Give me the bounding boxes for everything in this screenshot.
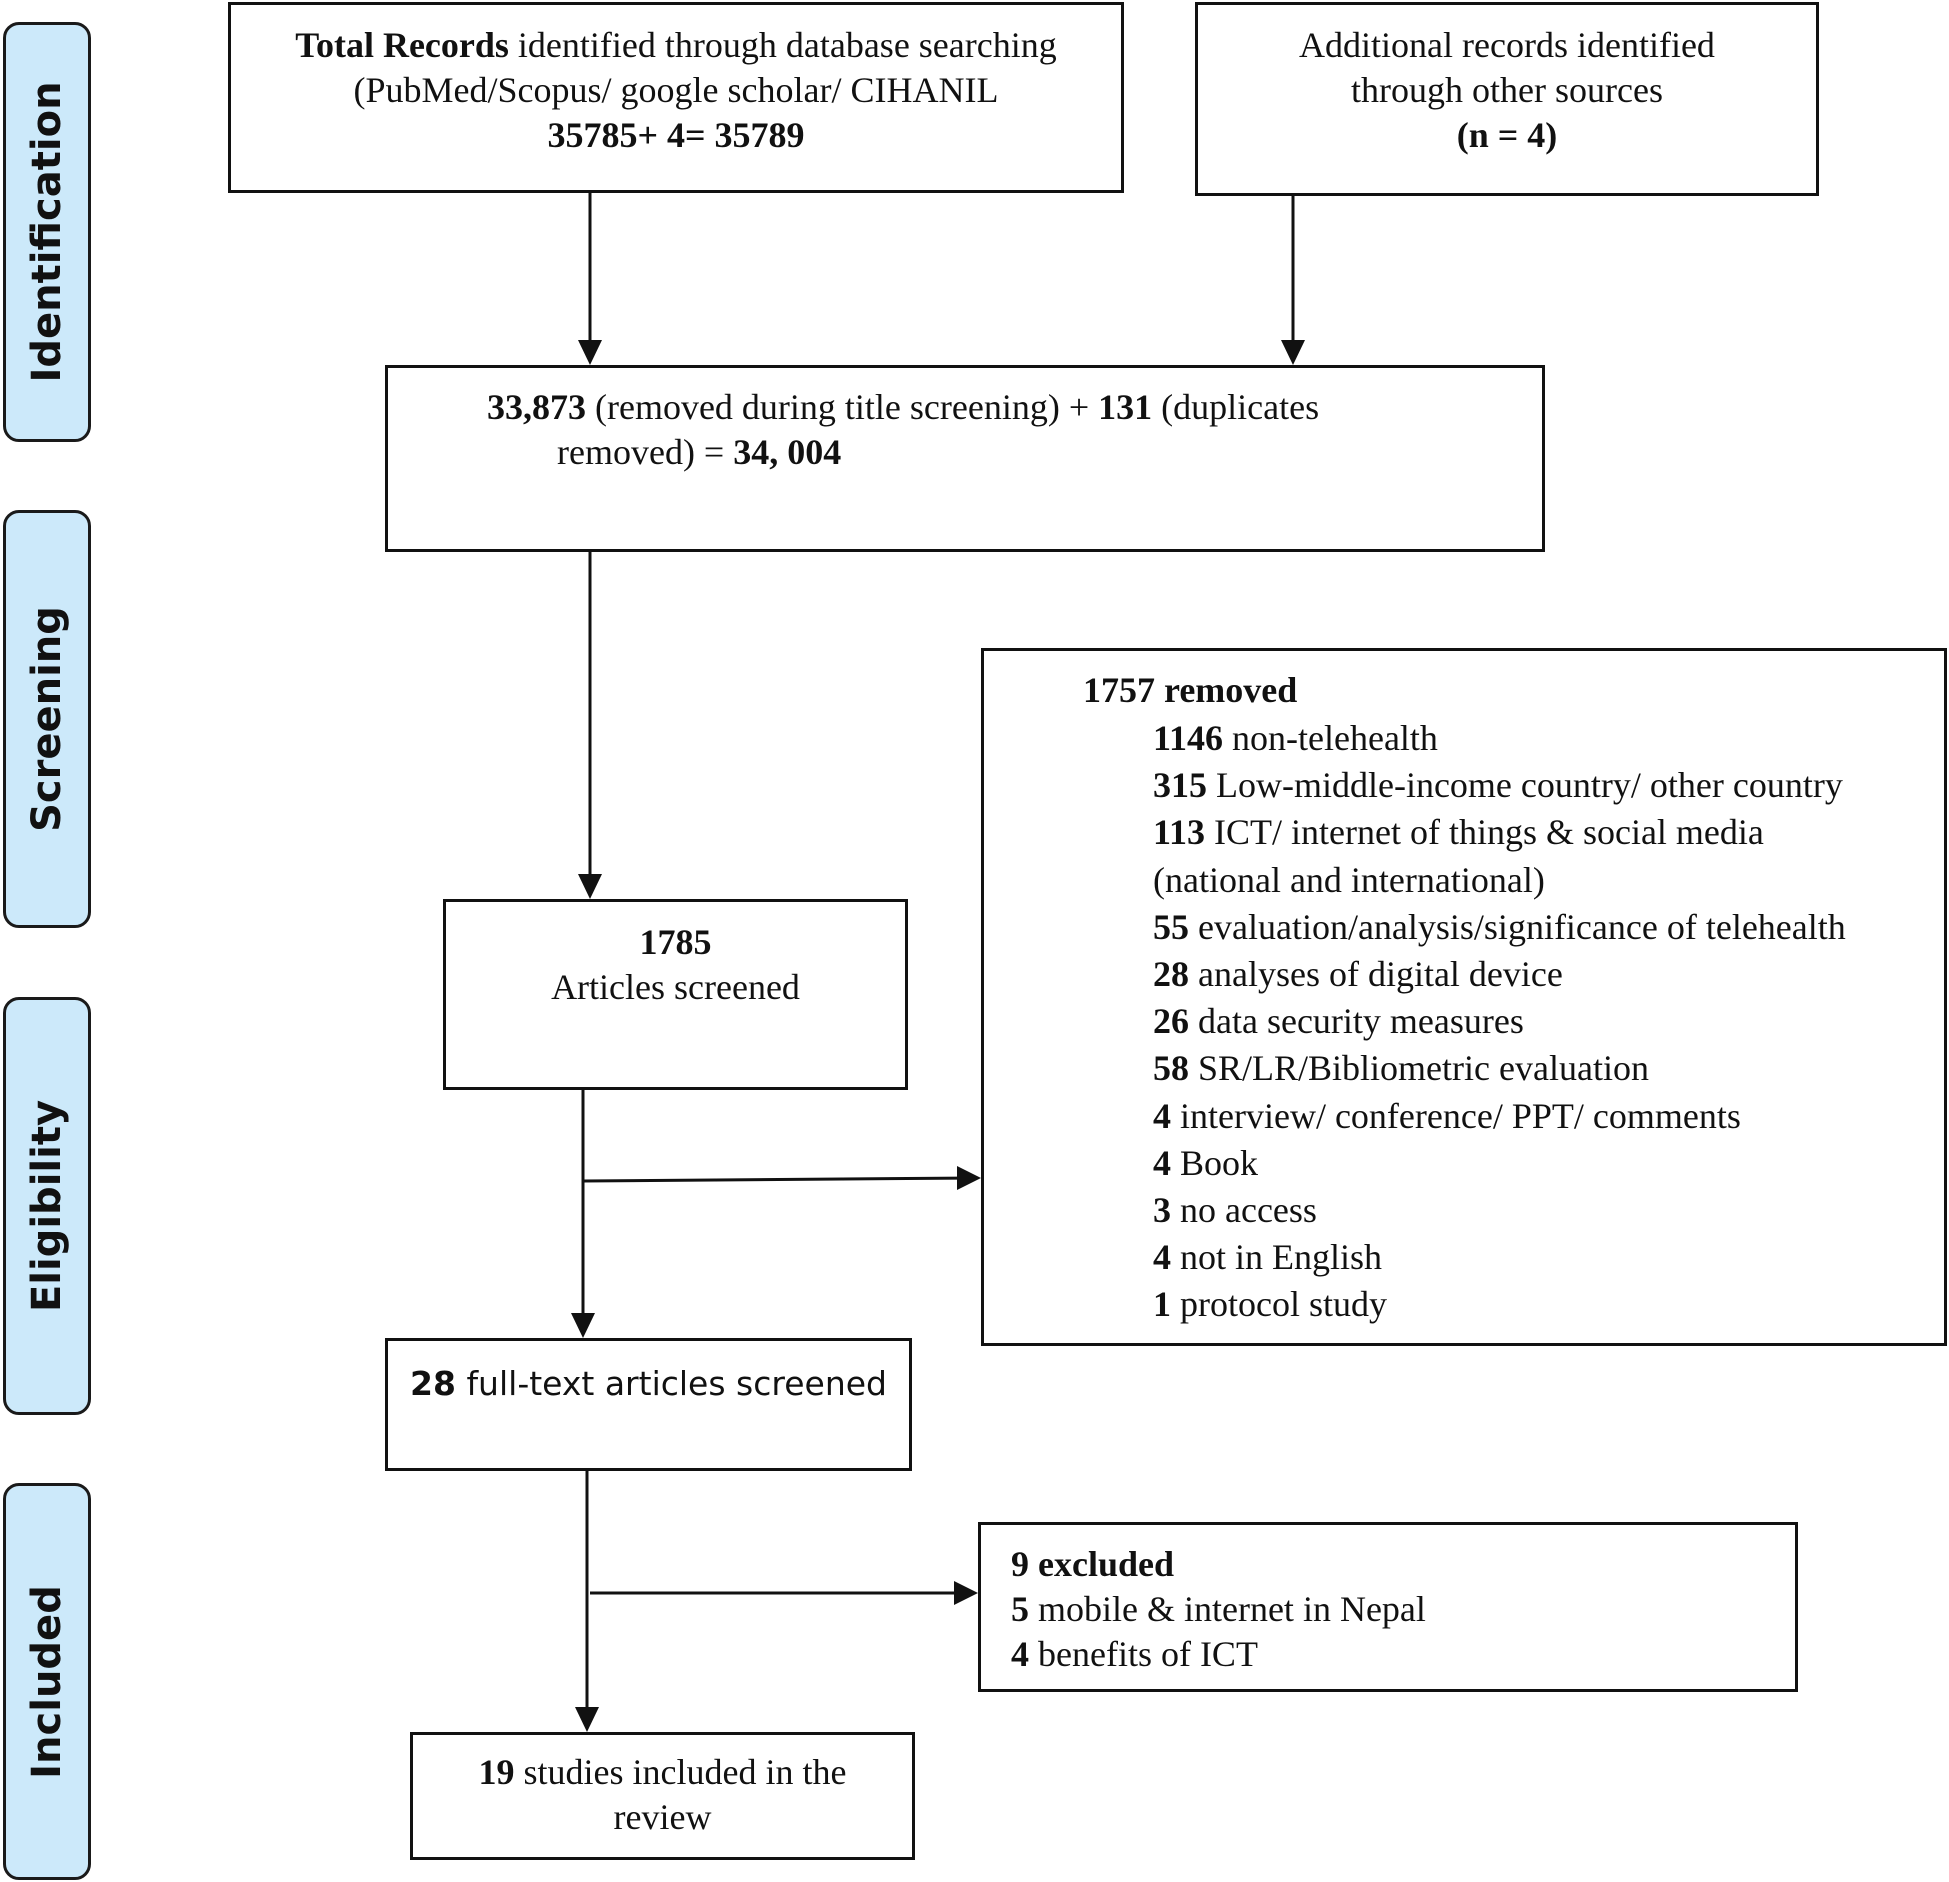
included-count: 19 bbox=[478, 1752, 515, 1792]
other-sources-box: Additional records identified through ot… bbox=[1195, 2, 1819, 196]
total-removed-count: 34, 004 bbox=[733, 432, 842, 472]
exclusion-item: 26 data security measures bbox=[1153, 1001, 1524, 1042]
exclusion-reasons-box: 1757 removed 1146 non-telehealth 315 Low… bbox=[981, 648, 1947, 1346]
database-records-box: Total Records identified through databas… bbox=[228, 2, 1124, 193]
exclusion-item: 28 analyses of digital device bbox=[1153, 954, 1563, 995]
phase-eligibility: Eligibility bbox=[3, 997, 91, 1415]
removed-equals-text: removed) = bbox=[557, 432, 734, 472]
fulltext-screened-box: 28 full-text articles screened bbox=[385, 1338, 912, 1471]
duplicates-text: (duplicates bbox=[1152, 387, 1320, 427]
arrowhead bbox=[578, 340, 602, 365]
articles-screened-box: 1785 Articles screened bbox=[443, 899, 908, 1090]
other-sources-line2: through other sources bbox=[1351, 70, 1663, 110]
other-sources-count: (n = 4) bbox=[1456, 115, 1558, 155]
included-label: studies included in the bbox=[514, 1752, 847, 1792]
screened-label: Articles screened bbox=[551, 967, 800, 1007]
final-exclusion-box: 9 excluded 5 mobile & internet in Nepal … bbox=[978, 1522, 1798, 1692]
included-label-2: review bbox=[613, 1797, 712, 1837]
other-sources-line1: Additional records identified bbox=[1299, 25, 1715, 65]
fulltext-label: full-text articles screened bbox=[455, 1364, 887, 1403]
exclusion-item: 4 not in English bbox=[1153, 1237, 1383, 1278]
arrowhead bbox=[571, 1313, 595, 1338]
arrow-to-exclusion-box bbox=[582, 1176, 979, 1183]
title-removed-text: (removed during title screening) + bbox=[586, 387, 1099, 427]
studies-included-box: 19 studies included in the review bbox=[410, 1732, 915, 1860]
arrowhead bbox=[957, 1166, 981, 1190]
exclusion-item: (national and international) bbox=[1153, 859, 1545, 900]
total-records-label: Total Records bbox=[295, 25, 509, 65]
exclusion-item: 113 ICT/ internet of things & social med… bbox=[1153, 812, 1764, 853]
exclusion-item: 1 protocol study bbox=[1153, 1284, 1387, 1325]
exclusion-item: 55 evaluation/analysis/significance of t… bbox=[1153, 906, 1846, 947]
phase-screening: Screening bbox=[3, 510, 91, 928]
arrowhead bbox=[954, 1581, 978, 1605]
exclusion-item: 4 interview/ conference/ PPT/ comments bbox=[1153, 1095, 1741, 1136]
final-excluded-header: 9 excluded bbox=[1011, 1544, 1175, 1584]
phase-included: Included bbox=[3, 1483, 91, 1880]
phase-identification: Identification bbox=[3, 22, 91, 442]
final-excluded-item: 4 benefits of ICT bbox=[1011, 1634, 1258, 1674]
exclusion-item: 3 no access bbox=[1153, 1190, 1317, 1231]
exclusion-item: 58 SR/LR/Bibliometric evaluation bbox=[1153, 1048, 1649, 1089]
arrowhead bbox=[575, 1707, 599, 1732]
exclusion-list: 1146 non-telehealth 315 Low-middle-incom… bbox=[1153, 715, 1846, 1329]
db-search-text: identified through database searching bbox=[508, 25, 1057, 65]
exclusion-item: 315 Low-middle-income country/ other cou… bbox=[1153, 765, 1843, 806]
exclusion-item: 1146 non-telehealth bbox=[1153, 718, 1438, 758]
arrowhead bbox=[1281, 340, 1305, 365]
db-total-count: 35785+ 4= 35789 bbox=[547, 115, 805, 155]
screened-count: 1785 bbox=[639, 922, 712, 962]
final-excluded-item: 5 mobile & internet in Nepal bbox=[1011, 1589, 1426, 1629]
fulltext-count: 28 bbox=[410, 1364, 456, 1403]
duplicates-count: 131 bbox=[1098, 387, 1153, 427]
title-screening-removed-box: 33,873 (removed during title screening) … bbox=[385, 365, 1545, 552]
exclusion-header: 1757 removed bbox=[1083, 670, 1298, 710]
exclusion-item: 4 Book bbox=[1153, 1142, 1259, 1183]
arrowhead bbox=[578, 874, 602, 899]
db-sources-text: (PubMed/Scopus/ google scholar/ CIHANIL bbox=[353, 70, 999, 110]
title-removed-count: 33,873 bbox=[487, 387, 586, 427]
